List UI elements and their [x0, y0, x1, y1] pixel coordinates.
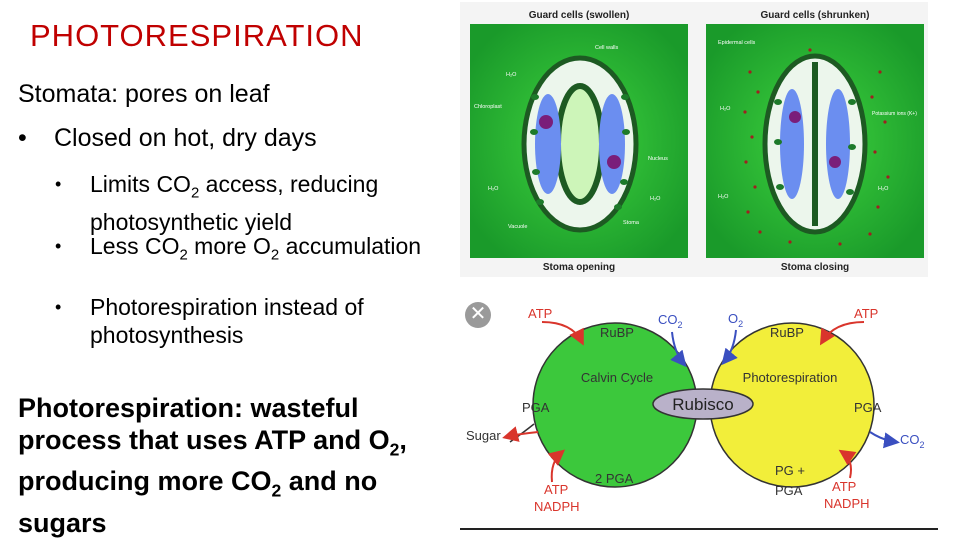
- label-h2o: H₂O: [488, 186, 499, 192]
- arrow-atp-bottom-left: [547, 449, 566, 483]
- atp-bottom-right: ATP: [832, 479, 856, 494]
- divider-line: [460, 528, 938, 530]
- sugar-label: Sugar: [466, 428, 501, 443]
- atp-top-left: ATP: [528, 306, 552, 321]
- label-h2o: H₂O: [878, 186, 889, 192]
- close-icon[interactable]: ✕: [465, 302, 491, 328]
- stomata-heading: Stomata: pores on leaf: [18, 80, 270, 108]
- left-figure-caption: Stoma opening: [543, 262, 615, 273]
- label-cell-walls: Cell walls: [595, 45, 618, 51]
- photorespiration-label: Photorespiration: [743, 370, 838, 385]
- pga-right: PGA: [854, 400, 882, 415]
- cycle-figure: Rubisco Calvin Cycle Photorespiration AT…: [466, 306, 925, 514]
- arrow-co2-out: [869, 431, 900, 449]
- label-h2o: H₂O: [720, 106, 731, 112]
- o2-top: O2: [728, 311, 743, 329]
- rubp-left: RuBP: [600, 325, 634, 340]
- rubisco-ellipse: [652, 388, 754, 420]
- two-pga-label: 2 PGA: [595, 471, 634, 486]
- label-stoma: Stoma: [623, 220, 640, 226]
- bullet-closed-text: Closed on hot, dry days: [54, 124, 317, 152]
- arrow-atp-bottom-right: [838, 449, 857, 479]
- pg-plus-label: PG +: [775, 463, 805, 478]
- arrow-co2-in: [670, 331, 687, 368]
- label-nucleus: Nucleus: [648, 156, 668, 162]
- pga-left: PGA: [522, 400, 550, 415]
- nadph-bottom-left: NADPH: [534, 499, 580, 514]
- slide-title: PHOTORESPIRATION: [30, 18, 364, 53]
- pga-bottom-label: PGA: [775, 483, 803, 498]
- bullet-dot: •: [55, 297, 62, 317]
- right-figure-title: Guard cells (shrunken): [761, 10, 870, 21]
- rubisco-label: Rubisco: [672, 395, 733, 414]
- label-epidermal: Epidermal cells: [718, 40, 756, 46]
- label-vacuole: Vacuole: [508, 224, 527, 230]
- co2-right: CO2: [900, 432, 925, 450]
- label-h2o: H₂O: [506, 72, 517, 78]
- arrow-atp-right: [819, 321, 865, 346]
- stomata-figure: Guard cells (swollen) Guard cells (shrun…: [460, 2, 928, 277]
- photorespiration-summary: Photorespiration: wasteful process that …: [18, 393, 407, 538]
- co2-top: CO2: [658, 312, 683, 330]
- sub-bullet-3-text: Photorespiration instead of photosynthes…: [90, 294, 364, 348]
- label-h2o: H₂O: [718, 194, 729, 200]
- nadph-bottom-right: NADPH: [824, 496, 870, 511]
- calvin-cycle-label: Calvin Cycle: [581, 370, 653, 385]
- arrow-o2-in: [721, 329, 738, 366]
- bullet-dot: •: [18, 124, 27, 152]
- sub-bullet-2-text: Less CO2 more O2 accumulation: [90, 233, 422, 264]
- right-figure-caption: Stoma closing: [781, 262, 849, 273]
- left-figure-title: Guard cells (swollen): [529, 10, 630, 21]
- bullet-dot: •: [55, 174, 62, 194]
- bullet-closed: • Closed on hot, dry days: [18, 124, 317, 153]
- rubp-right: RuBP: [770, 325, 804, 340]
- label-chloroplast: Chloroplast: [474, 104, 502, 110]
- atp-bottom-left: ATP: [544, 482, 568, 497]
- label-potassium: Potassium ions (K+): [872, 111, 917, 117]
- arrow-atp-left: [541, 321, 584, 346]
- bullet-dot: •: [55, 236, 62, 256]
- label-h2o: H₂O: [650, 196, 661, 202]
- sub-bullet-1-text: Limits CO2 access, reducing photosynthet…: [90, 171, 379, 235]
- atp-top-right: ATP: [854, 306, 878, 321]
- arrow-sugar-out: [502, 426, 539, 442]
